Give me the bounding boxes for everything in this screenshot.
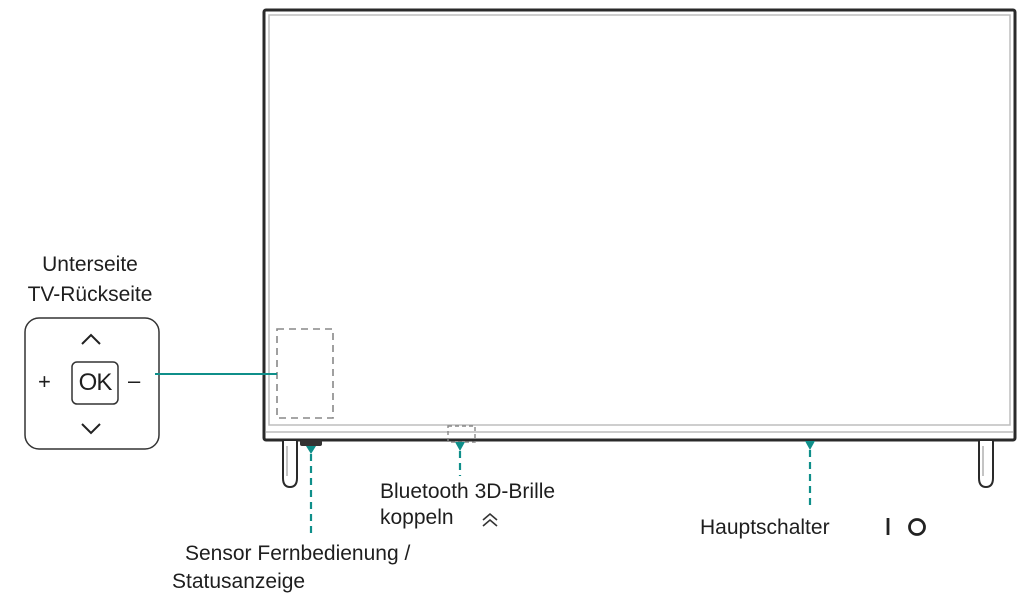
control-panel-location <box>276 328 334 419</box>
sensor-label-line1: Sensor Fernbedienung / <box>185 542 411 565</box>
tv-screen-inner <box>268 14 1011 426</box>
sensor-label-line2: Statusanzeige <box>172 570 306 593</box>
ok-button: OK <box>78 369 113 396</box>
main-switch-label: Hauptschalter <box>700 516 830 539</box>
double-chevron-up-icon <box>482 512 498 527</box>
chevron-up-icon <box>81 333 101 345</box>
sensor-nub <box>300 440 322 446</box>
callout-sensor <box>306 446 316 538</box>
panel-title-line1: Unterseite <box>42 253 138 276</box>
tv-foot-right <box>978 441 994 489</box>
tv-foot-left <box>282 441 298 489</box>
power-icon <box>886 518 926 536</box>
minus-button: – <box>128 368 141 393</box>
plus-button: + <box>38 369 51 394</box>
bluetooth-label-line2: koppeln <box>380 506 454 529</box>
chevron-down-icon <box>81 423 101 435</box>
callout-main-switch <box>805 441 815 508</box>
panel-title-line2: TV-Rückseite <box>27 283 153 306</box>
callout-bluetooth <box>455 442 465 476</box>
ok-button-box <box>71 361 119 405</box>
tv-frame-outer <box>262 8 1017 442</box>
bluetooth-label-line1: Bluetooth 3D-Brille <box>380 480 556 503</box>
